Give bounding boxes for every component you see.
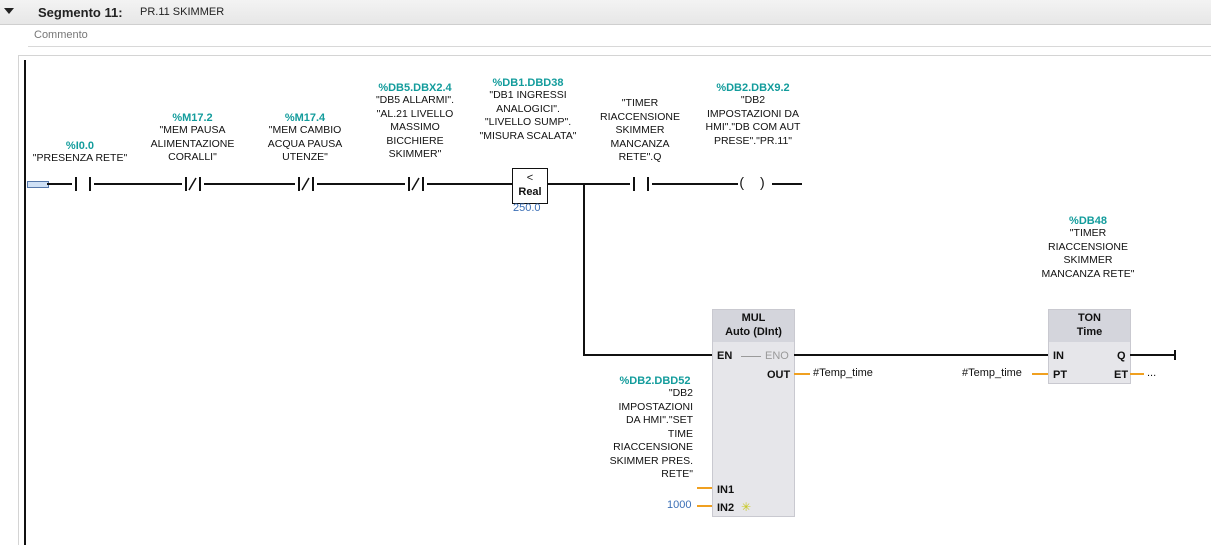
ton-timer-block[interactable]: TON Time IN Q PT ET bbox=[1048, 309, 1131, 384]
contact-left-bar bbox=[298, 177, 300, 191]
mul-out-line bbox=[794, 373, 810, 375]
compare-datatype[interactable]: Real bbox=[518, 186, 542, 198]
segment-name[interactable]: PR.11 SKIMMER bbox=[140, 6, 225, 18]
negation-slash-icon bbox=[411, 177, 420, 191]
ton-pin-et: ET bbox=[1114, 369, 1129, 381]
ton-pin-pt: PT bbox=[1053, 369, 1068, 381]
branch-wire-to-mul bbox=[583, 354, 712, 356]
negation-slash-icon bbox=[301, 177, 310, 191]
operand-name: "PRESENZA RETE" bbox=[32, 152, 128, 164]
network-border-top bbox=[18, 55, 1211, 56]
ton-block-datatype[interactable]: Time bbox=[1076, 326, 1103, 338]
contact-mem-cambio-acqua-symbol[interactable] bbox=[295, 177, 317, 191]
coil-glyph: ( ) bbox=[739, 174, 771, 190]
coil-operand[interactable]: %DB2.DBX9.2 "DB2 IMPOSTAZIONI DA HMI"."D… bbox=[705, 82, 801, 148]
mul-block-datatype[interactable]: Auto (DInt) bbox=[725, 326, 782, 338]
mul-pin-out: OUT bbox=[767, 369, 791, 381]
mul-block-title: MUL bbox=[741, 312, 766, 324]
operand-name: "TIMER RIACCENSIONE SKIMMER MANCANZA RET… bbox=[600, 97, 680, 163]
mul-in1-line bbox=[697, 487, 712, 489]
ton-pin-in: IN bbox=[1053, 350, 1064, 362]
contact-left-bar bbox=[75, 177, 77, 191]
operand-name: "DB1 INGRESSI ANALOGICI". "LIVELLO SUMP"… bbox=[479, 89, 577, 142]
comment-row[interactable]: Commento bbox=[28, 26, 1211, 47]
operand-name: "MEM PAUSA ALIMENTAZIONE CORALLI" bbox=[150, 124, 235, 163]
ton-block-title: TON bbox=[1077, 312, 1102, 324]
ton-block-header: TON Time bbox=[1049, 310, 1130, 342]
segment-title: Segmento 11: bbox=[38, 5, 123, 20]
coil-symbol[interactable]: ( ) bbox=[738, 174, 772, 192]
contact-right-bar bbox=[89, 177, 91, 191]
contact-al21-livello[interactable]: %DB5.DBX2.4 "DB5 ALLARMI". "AL.21 LIVELL… bbox=[365, 82, 465, 162]
mul-pin-eno: ENO bbox=[765, 350, 789, 362]
mul-in2-constant[interactable]: 1000 bbox=[667, 499, 692, 511]
compare-constant-value[interactable]: 250.0 bbox=[513, 202, 541, 214]
mul-pin-en: EN bbox=[717, 350, 733, 362]
add-input-icon[interactable]: ✳ bbox=[741, 500, 752, 514]
compare-operator: < bbox=[526, 172, 534, 184]
mul-function-block[interactable]: MUL Auto (DInt) EN ENO OUT IN1 IN2 ✳ bbox=[712, 309, 795, 517]
ton-et-line bbox=[1130, 373, 1144, 375]
operand-address: %DB1.DBD38 bbox=[492, 77, 564, 89]
contact-timer-q[interactable]: "TIMER RIACCENSIONE SKIMMER MANCANZA RET… bbox=[590, 97, 690, 165]
operand-name: "MEM CAMBIO ACQUA PAUSA UTENZE" bbox=[267, 124, 343, 163]
mul-en-eno-line bbox=[741, 356, 761, 357]
contact-right-bar bbox=[647, 177, 649, 191]
contact-mem-pausa-alimentazione[interactable]: %M17.2 "MEM PAUSA ALIMENTAZIONE CORALLI" bbox=[140, 112, 245, 165]
network-border-left bbox=[18, 55, 19, 545]
ton-et-tag[interactable]: ... bbox=[1147, 367, 1157, 379]
mul-in2-line bbox=[697, 505, 712, 507]
contact-al21-livello-symbol[interactable] bbox=[405, 177, 427, 191]
operand-address: %M17.4 bbox=[284, 112, 326, 124]
compare-less-than-box[interactable]: < Real bbox=[512, 168, 548, 204]
contact-left-bar bbox=[408, 177, 410, 191]
operand-name: "DB2 IMPOSTAZIONI DA HMI"."DB COM AUT PR… bbox=[705, 94, 801, 147]
mul-pin-in1: IN1 bbox=[717, 484, 735, 496]
contact-left-bar bbox=[633, 177, 635, 191]
negation-slash-icon bbox=[188, 177, 197, 191]
segment-header[interactable]: Segmento 11: PR.11 SKIMMER bbox=[0, 0, 1211, 25]
contact-presenza-rete-symbol[interactable] bbox=[72, 177, 94, 191]
rung-start-marker[interactable] bbox=[27, 181, 49, 188]
branch-wire-vertical bbox=[583, 183, 585, 355]
operand-address: %I0.0 bbox=[65, 140, 95, 152]
power-rail bbox=[24, 60, 26, 545]
mul-to-ton-wire bbox=[794, 354, 1048, 356]
comparator-operand[interactable]: %DB1.DBD38 "DB1 INGRESSI ANALOGICI". "LI… bbox=[478, 77, 578, 143]
comment-placeholder[interactable]: Commento bbox=[34, 29, 88, 41]
ton-pt-tag[interactable]: #Temp_time bbox=[962, 367, 1022, 379]
contact-mem-cambio-acqua[interactable]: %M17.4 "MEM CAMBIO ACQUA PAUSA UTENZE" bbox=[255, 112, 355, 165]
contact-left-bar bbox=[185, 177, 187, 191]
main-rung-wire-2 bbox=[546, 183, 802, 185]
mul-out-tag[interactable]: #Temp_time bbox=[813, 367, 873, 379]
ton-q-output-end bbox=[1174, 350, 1176, 360]
contact-right-bar bbox=[199, 177, 201, 191]
contact-mem-pausa-alimentazione-symbol[interactable] bbox=[182, 177, 204, 191]
ton-pt-line bbox=[1032, 373, 1048, 375]
operand-address: %DB2.DBX9.2 bbox=[716, 82, 790, 94]
contact-right-bar bbox=[312, 177, 314, 191]
operand-name: "DB2 IMPOSTAZIONI DA HMI"."SET TIME RIAC… bbox=[609, 387, 693, 480]
operand-address: %DB2.DBD52 bbox=[619, 375, 691, 387]
collapse-triangle-icon[interactable] bbox=[4, 8, 14, 14]
operand-address: %DB48 bbox=[1069, 215, 1107, 227]
ton-pin-q: Q bbox=[1117, 350, 1126, 362]
contact-presenza-rete[interactable]: %I0.0 "PRESENZA RETE" bbox=[30, 140, 130, 166]
ton-instance-operand[interactable]: %DB48 "TIMER RIACCENSIONE SKIMMER MANCAN… bbox=[1040, 215, 1136, 281]
operand-address: %M17.2 bbox=[172, 112, 213, 124]
operand-address: %DB5.DBX2.4 bbox=[378, 82, 452, 94]
mul-block-header: MUL Auto (DInt) bbox=[713, 310, 794, 342]
mul-in1-operand[interactable]: %DB2.DBD52 "DB2 IMPOSTAZIONI DA HMI"."SE… bbox=[605, 375, 705, 482]
operand-name: "DB5 ALLARMI". "AL.21 LIVELLO MASSIMO BI… bbox=[375, 94, 455, 160]
operand-name: "TIMER RIACCENSIONE SKIMMER MANCANZA RET… bbox=[1041, 227, 1135, 280]
contact-right-bar bbox=[422, 177, 424, 191]
ton-q-output-wire bbox=[1130, 354, 1175, 356]
mul-pin-in2: IN2 bbox=[717, 502, 735, 514]
main-rung-wire-1 bbox=[47, 183, 513, 185]
contact-timer-q-symbol[interactable] bbox=[630, 177, 652, 191]
